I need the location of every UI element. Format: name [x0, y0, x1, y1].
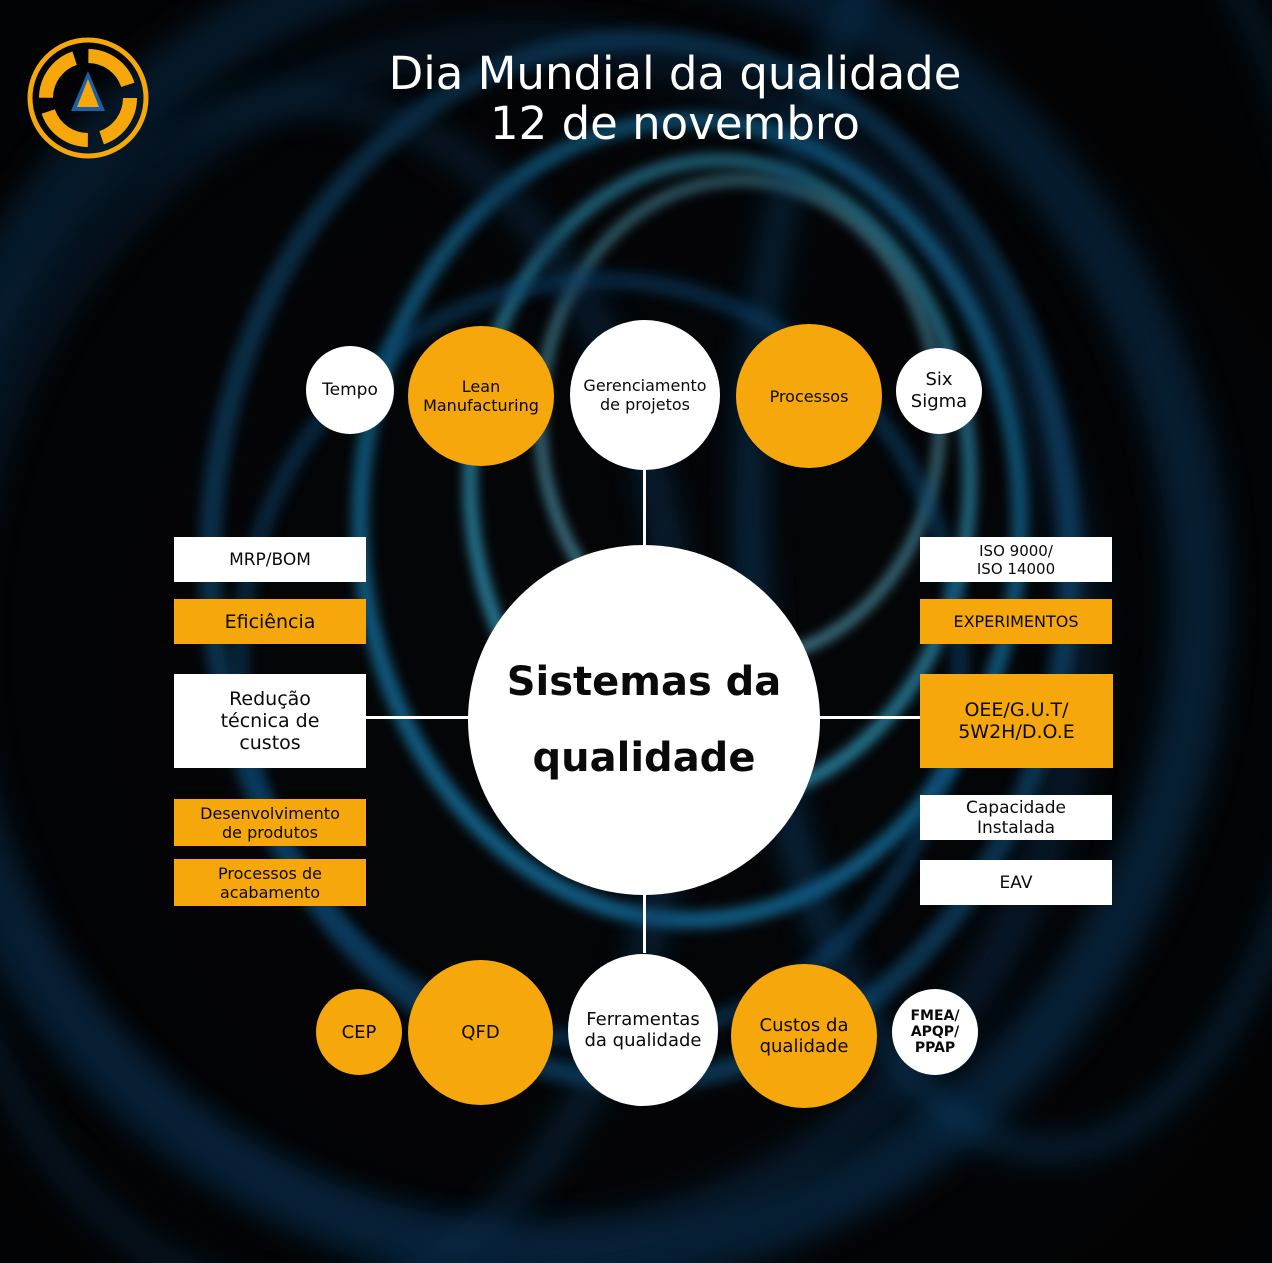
- node-six-sigma-label-1: Six: [925, 369, 953, 390]
- tag-eav: EAV: [920, 860, 1112, 905]
- tag-desenvolvimento-de-produtos: Desenvolvimento de produtos: [174, 799, 366, 846]
- tag-experimentos-label: EXPERIMENTOS: [953, 612, 1079, 631]
- tag-oee-gut-5w2h-doe: OEE/G.U.T/ 5W2H/D.O.E: [920, 674, 1113, 768]
- node-fmea-apqp-ppap: FMEA/ APQP/ PPAP: [892, 989, 978, 1075]
- node-cep-label: CEP: [341, 1021, 377, 1043]
- triangle-ring-logo-icon: [27, 37, 149, 159]
- tag-reducao-label-2: técnica de: [220, 710, 320, 732]
- node-six-sigma-label-2: Sigma: [910, 391, 968, 412]
- node-tempo-label: Tempo: [322, 380, 378, 400]
- node-fmea-label-1: FMEA/: [910, 1008, 960, 1024]
- connector-bottom: [643, 893, 646, 953]
- node-fmea-label-3: PPAP: [914, 1040, 956, 1056]
- tag-reducao-tecnica-de-custos: Redução técnica de custos: [174, 674, 366, 768]
- center-title-line-2: qualidade: [532, 735, 756, 781]
- node-qfd: QFD: [408, 960, 553, 1105]
- tag-iso-label-2: ISO 14000: [976, 559, 1056, 578]
- node-lean-label-2: Manufacturing: [423, 396, 539, 415]
- tag-mrp-bom-label: MRP/BOM: [229, 549, 311, 570]
- connector-left: [366, 716, 470, 719]
- tag-acabamento-label-1: Processos de: [218, 863, 322, 883]
- tag-eav-label: EAV: [999, 872, 1033, 893]
- node-gerenciamento-de-projetos: Gerenciamento de projetos: [570, 320, 720, 470]
- connector-top: [643, 470, 646, 545]
- node-gerenciamento-label-2: de projetos: [600, 395, 690, 414]
- tag-eficiencia-label: Eficiência: [224, 610, 316, 633]
- node-processos: Processos: [736, 324, 882, 468]
- tag-oee-label-2: 5W2H/D.O.E: [958, 721, 1075, 743]
- node-lean-label-1: Lean: [461, 377, 501, 396]
- node-lean-manufacturing: Lean Manufacturing: [408, 326, 554, 466]
- tag-capacidade-label-2: Instalada: [976, 817, 1056, 838]
- node-custos-label-2: qualidade: [759, 1036, 849, 1057]
- node-six-sigma: Six Sigma: [896, 348, 982, 434]
- page-title-line-2: 12 de novembro: [490, 97, 860, 150]
- tag-oee-label-1: OEE/G.U.T/: [964, 699, 1069, 721]
- connector-right: [818, 716, 922, 719]
- tag-iso-9000-14000: ISO 9000/ ISO 14000: [920, 537, 1112, 582]
- tag-experimentos: EXPERIMENTOS: [920, 599, 1112, 644]
- node-ferramentas-da-qualidade: Ferramentas da qualidade: [568, 954, 718, 1106]
- tag-desenvolvimento-label-2: de produtos: [222, 822, 318, 842]
- tag-capacidade-instalada: Capacidade Instalada: [920, 795, 1112, 840]
- node-processos-label: Processos: [769, 386, 849, 406]
- tag-reducao-label-3: custos: [239, 732, 301, 754]
- node-fmea-label-2: APQP/: [910, 1024, 960, 1040]
- node-gerenciamento-label-1: Gerenciamento: [583, 376, 707, 395]
- tag-capacidade-label-1: Capacidade: [965, 797, 1067, 818]
- tag-eficiencia: Eficiência: [174, 599, 366, 644]
- tag-iso-label-1: ISO 9000/: [979, 541, 1053, 560]
- tag-desenvolvimento-label-1: Desenvolvimento: [200, 803, 340, 823]
- tag-mrp-bom: MRP/BOM: [174, 537, 366, 582]
- center-hub-circle: Sistemas da qualidade: [468, 545, 820, 895]
- tag-processos-de-acabamento: Processos de acabamento: [174, 859, 366, 906]
- node-cep: CEP: [316, 989, 402, 1075]
- center-title-line-1: Sistemas da: [506, 659, 782, 705]
- node-custos-da-qualidade: Custos da qualidade: [731, 964, 877, 1108]
- node-ferramentas-label-2: da qualidade: [584, 1030, 702, 1051]
- tag-acabamento-label-2: acabamento: [220, 882, 320, 902]
- node-tempo: Tempo: [306, 346, 394, 434]
- tag-reducao-label-1: Redução: [229, 688, 311, 710]
- page-title-line-1: Dia Mundial da qualidade: [388, 47, 962, 100]
- node-custos-label-1: Custos da: [759, 1015, 849, 1036]
- node-ferramentas-label-1: Ferramentas: [586, 1009, 700, 1030]
- node-qfd-label: QFD: [461, 1022, 500, 1043]
